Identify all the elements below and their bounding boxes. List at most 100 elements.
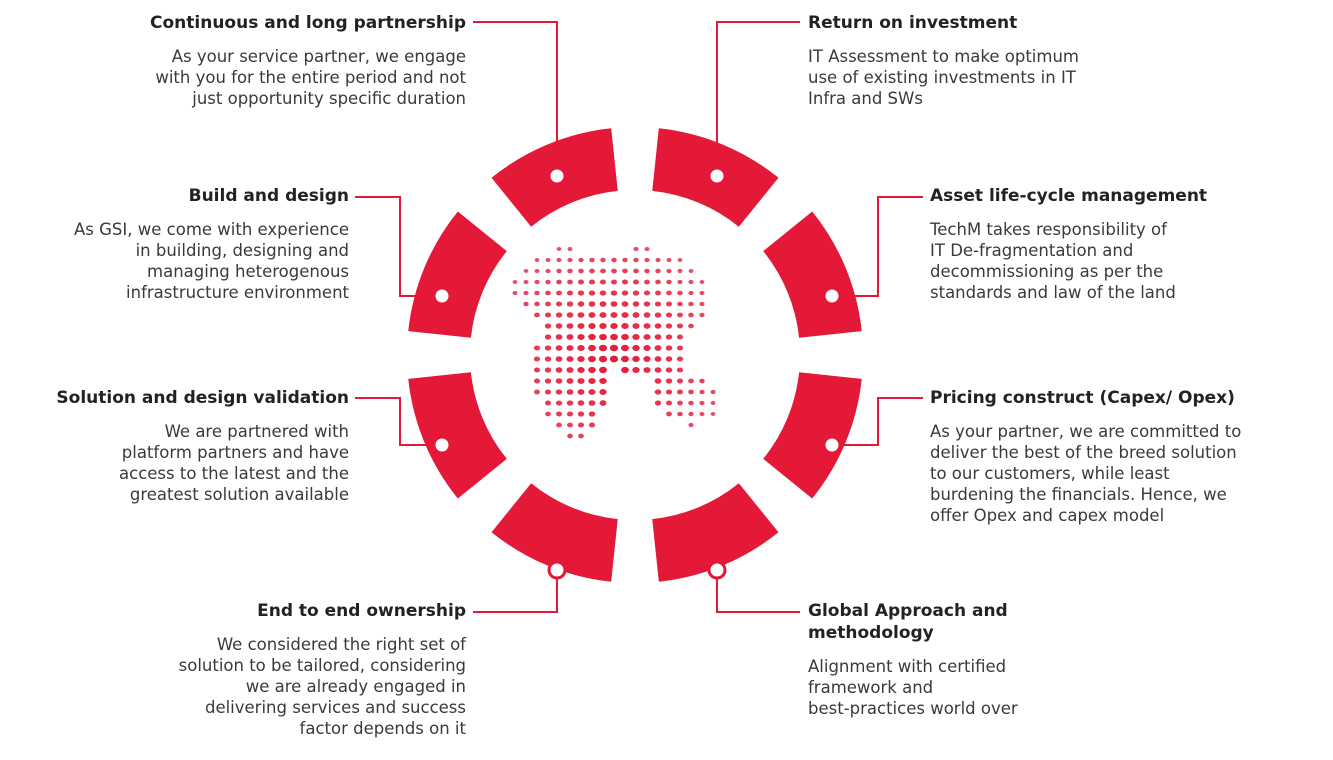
- globe-dot: [699, 312, 705, 318]
- globe-dot: [567, 422, 573, 428]
- ring-segment: [491, 483, 618, 582]
- globe-dot: [654, 400, 662, 406]
- desc-line: Alignment with certified: [808, 657, 1007, 676]
- globe-dot: [534, 290, 540, 296]
- desc-line: we are already engaged in: [245, 677, 466, 696]
- globe-dot: [577, 400, 585, 406]
- globe-dot: [643, 301, 651, 307]
- globe-dot: [599, 377, 607, 385]
- globe-dot: [588, 355, 596, 363]
- globe-dot: [566, 411, 574, 417]
- desc-line: access to the latest and the: [119, 464, 349, 483]
- title-line: Global Approach and: [808, 601, 1008, 621]
- connector-lines: [355, 21, 923, 613]
- globe-dot: [666, 290, 672, 296]
- globe-dot: [643, 334, 651, 340]
- globe-dot: [588, 279, 596, 285]
- desc-line: managing heterogenous: [147, 262, 349, 281]
- item-global-approach: Global Approach and methodology Alignmen…: [808, 600, 1208, 719]
- desc-line: offer Opex and capex model: [930, 506, 1165, 525]
- globe-dot: [666, 411, 672, 417]
- globe-dot: [588, 312, 596, 318]
- globe-dot: [588, 411, 596, 417]
- connector-line: [716, 21, 800, 176]
- desc-line: As your service partner, we engage: [171, 47, 466, 66]
- globe-dot: [644, 279, 650, 285]
- globe-dot: [677, 258, 683, 262]
- globe-dot: [523, 279, 529, 285]
- globe-dot: [677, 312, 683, 318]
- globe-dot: [676, 367, 684, 373]
- globe-dot: [534, 279, 540, 285]
- globe-dot: [544, 378, 552, 384]
- globe-dot: [644, 257, 650, 263]
- item-title: Return on investment: [808, 13, 1018, 33]
- desc-line: use of existing investments in IT: [808, 68, 1076, 87]
- globe-dot: [556, 268, 562, 274]
- globe-dot: [666, 257, 672, 263]
- globe-dot: [611, 268, 617, 274]
- globe-dot: [688, 422, 694, 428]
- connector-node: [707, 560, 727, 580]
- globe-dot: [534, 301, 540, 307]
- item-title: Global Approach and methodology: [808, 600, 1208, 644]
- globe-dot: [643, 323, 651, 329]
- globe-dot: [545, 257, 551, 263]
- globe-dot: [688, 323, 694, 329]
- globe-dot: [688, 411, 694, 417]
- item-end-to-end-ownership: End to end ownership We considered the r…: [66, 600, 466, 739]
- connector-node: [547, 166, 567, 186]
- globe-dot: [633, 257, 639, 263]
- globe-dot: [578, 257, 584, 263]
- globe-dot: [555, 356, 563, 362]
- globe-dot: [577, 334, 585, 340]
- globe-dot: [523, 290, 529, 296]
- globe-dot: [588, 366, 596, 374]
- globe-dot: [589, 257, 595, 263]
- globe-dot: [666, 268, 672, 274]
- globe-dot: [699, 400, 705, 406]
- globe-dot: [577, 290, 585, 296]
- globe-dot: [567, 268, 573, 274]
- globe-dot: [621, 301, 629, 307]
- globe-dot: [643, 345, 651, 351]
- item-solution-validation: Solution and design validation We are pa…: [0, 387, 349, 505]
- globe-dot: [654, 301, 662, 307]
- desc-line: factor depends on it: [299, 719, 466, 738]
- globe-dot: [676, 345, 684, 351]
- globe-dot: [632, 333, 640, 341]
- globe-dot: [643, 290, 651, 296]
- item-title: Solution and design validation: [56, 388, 349, 408]
- globe-dot: [577, 301, 585, 307]
- item-description: As your service partner, we engage with …: [66, 46, 466, 109]
- globe-dot: [567, 433, 573, 439]
- desc-line: framework and: [808, 678, 934, 697]
- item-description: We considered the right set of solution …: [66, 634, 466, 739]
- globe-dot: [578, 268, 584, 274]
- desc-line: platform partners and have: [121, 443, 349, 462]
- globe-dot: [688, 389, 694, 395]
- globe-dot: [632, 355, 640, 363]
- globe-dot: [545, 279, 551, 285]
- globe-dot: [677, 400, 683, 406]
- connector-line: [355, 196, 442, 297]
- globe-dot: [632, 279, 640, 285]
- globe-dot: [544, 312, 552, 318]
- globe-dot: [555, 400, 563, 406]
- globe-dot: [545, 268, 551, 274]
- globe-dot: [588, 422, 596, 428]
- globe-dot: [665, 356, 673, 362]
- globe-dot: [688, 400, 694, 406]
- globe-dot: [545, 301, 551, 307]
- globe-dot: [556, 247, 562, 251]
- globe-dot: [566, 389, 574, 395]
- ring-segment: [408, 372, 507, 499]
- item-pricing-construct: Pricing construct (Capex/ Opex) As your …: [930, 387, 1330, 526]
- globe-dot: [654, 334, 662, 340]
- globe-dot: [644, 268, 650, 274]
- globe-dot: [588, 344, 596, 352]
- globe-dot: [588, 323, 596, 329]
- globe-dot: [655, 257, 661, 263]
- globe-dot: [545, 290, 551, 296]
- connector-line: [832, 196, 923, 297]
